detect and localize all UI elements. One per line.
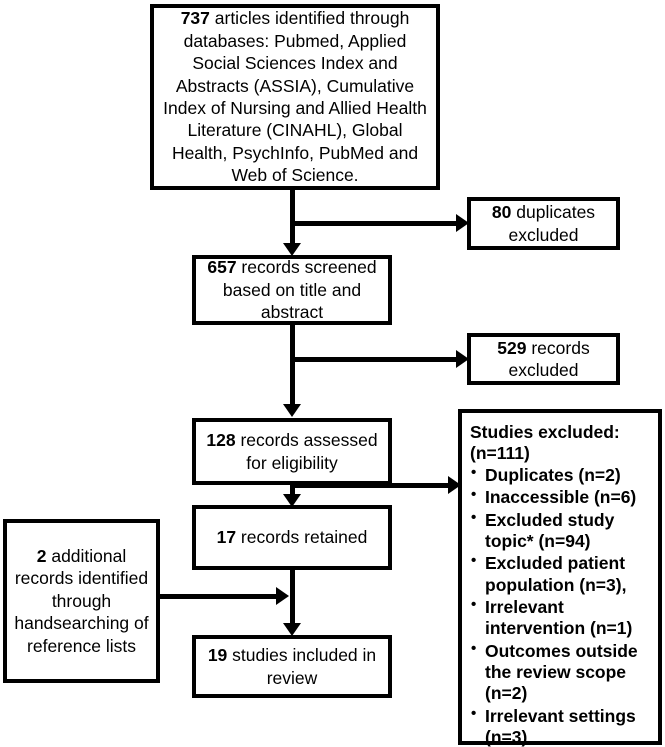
- list-item: Excluded patient population (n=3),: [470, 552, 654, 596]
- records-excluded-text: records excluded: [508, 337, 590, 380]
- connector-to-studies-excluded: [290, 483, 456, 488]
- connector-retained-to-included: [290, 570, 295, 625]
- arrow-down-to-retained: [283, 494, 301, 507]
- list-item: Inaccessible (n=6): [470, 486, 654, 508]
- retained-count: 17: [216, 527, 237, 548]
- box-records-excluded: 529 records excluded: [467, 333, 620, 385]
- arrow-down-to-included: [283, 623, 301, 636]
- box-records-retained: 17 records retained: [192, 505, 392, 570]
- connector-screened-to-assessed: [290, 325, 295, 405]
- included-count: 19: [207, 645, 228, 666]
- studies-excluded-title: Studies excluded: (n=111): [470, 422, 654, 464]
- connector-additional-to-included: [160, 594, 280, 599]
- box-additional-records: 2 additional records identified through …: [3, 519, 160, 683]
- identified-text: articles identified through databases: P…: [163, 8, 427, 186]
- screened-text: records screened based on title and abst…: [222, 257, 377, 323]
- arrow-down-to-assessed: [283, 404, 301, 417]
- connector-to-records-excluded: [290, 357, 464, 362]
- list-item: Outcomes outside the review scope (n=2): [470, 640, 654, 705]
- box-studies-included: 19 studies included in review: [192, 635, 392, 698]
- connector-identified-to-screened: [290, 190, 295, 245]
- studies-excluded-total: (n=111): [470, 443, 530, 463]
- retained-text: records retained: [236, 527, 368, 548]
- included-text: studies included in review: [227, 645, 377, 688]
- list-item: Irrelevant settings (n=3): [470, 705, 654, 747]
- box-records-assessed: 128 records assessed for eligibility: [192, 418, 392, 485]
- connector-assessed-to-retained: [290, 485, 295, 497]
- additional-text: additional records identified through ha…: [14, 546, 149, 656]
- arrow-right-to-records-excluded: [456, 350, 469, 368]
- records-excluded-count: 529: [497, 337, 527, 358]
- box-records-screened: 657 records screened based on title and …: [192, 255, 392, 325]
- additional-count: 2: [36, 546, 47, 567]
- arrow-down-to-screened: [283, 243, 301, 256]
- connector-to-duplicates: [290, 221, 464, 226]
- studies-excluded-heading: Studies excluded:: [470, 422, 620, 442]
- list-item: Duplicates (n=2): [470, 464, 654, 486]
- identified-count: 737: [180, 8, 210, 29]
- box-studies-excluded: Studies excluded: (n=111) Duplicates (n=…: [458, 409, 662, 747]
- studies-excluded-list: Duplicates (n=2) Inaccessible (n=6) Excl…: [470, 464, 654, 747]
- box-duplicates-excluded: 80 duplicates excluded: [467, 197, 620, 250]
- assessed-text: records assessed for eligibility: [235, 430, 378, 473]
- duplicates-count: 80: [491, 202, 512, 223]
- duplicates-text: duplicates excluded: [508, 202, 596, 245]
- arrow-right-additional-join: [276, 587, 289, 605]
- box-articles-identified: 737 articles identified through database…: [150, 4, 440, 190]
- list-item: Irrelevant intervention (n=1): [470, 596, 654, 640]
- list-item: Excluded study topic* (n=94): [470, 509, 654, 553]
- arrow-right-to-duplicates: [456, 214, 469, 232]
- assessed-count: 128: [206, 430, 236, 451]
- screened-count: 657: [207, 257, 237, 278]
- arrow-right-to-studies-excluded: [448, 476, 461, 494]
